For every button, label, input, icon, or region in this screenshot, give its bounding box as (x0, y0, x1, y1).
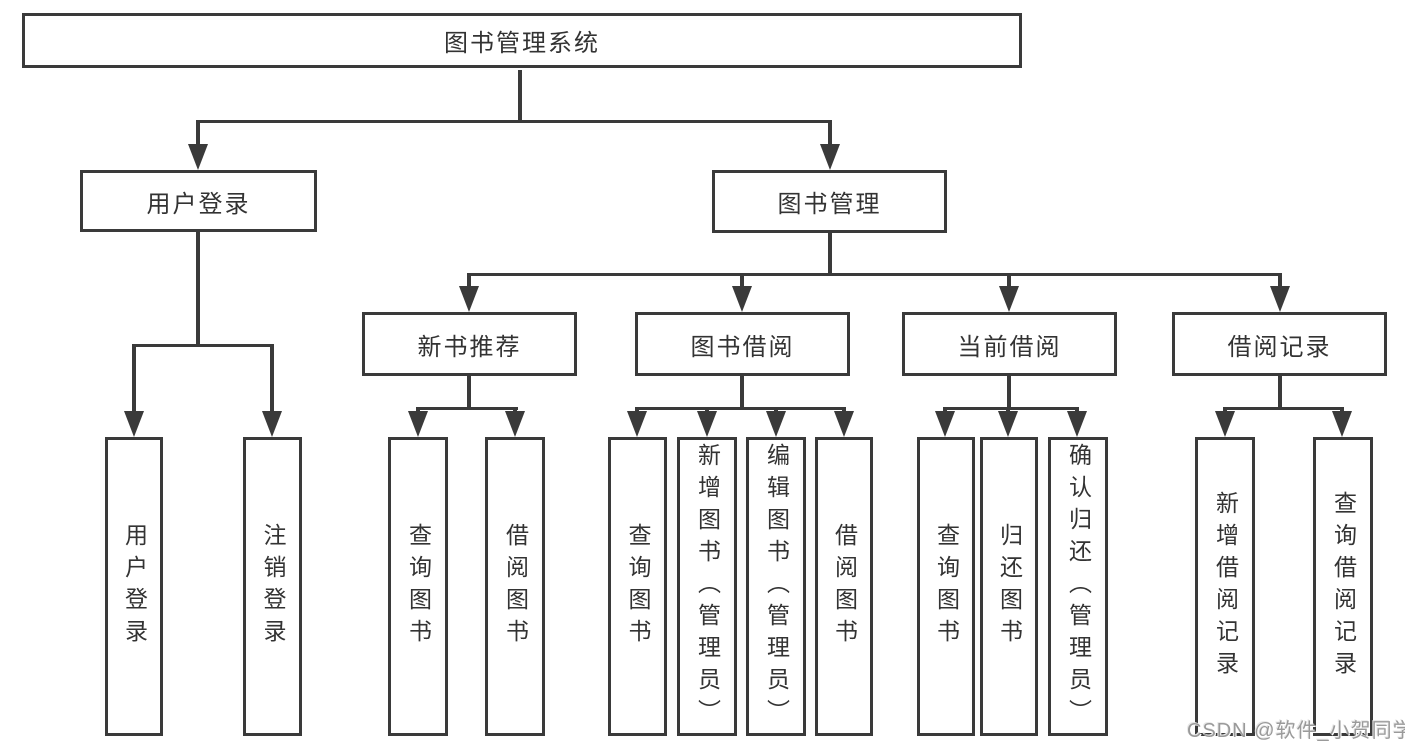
leaf-logout: 注销登录 (243, 437, 302, 736)
arrow-down-add-book (697, 411, 717, 437)
connector-new-book-bar (416, 407, 518, 410)
arrow-down-edit-book (766, 411, 786, 437)
connector-book-mgmt-stem (828, 232, 832, 275)
arrow-down-query-record (1332, 411, 1352, 437)
connector-current-stem (1007, 376, 1011, 409)
connector-shaft (943, 407, 947, 413)
node-book-management-label: 图书管理 (777, 191, 882, 218)
connector-shaft (635, 407, 639, 413)
arrow-down-confirm-return (1067, 411, 1087, 437)
leaf-query-books-current: 查询图书 (917, 437, 975, 736)
leaf-add-book-admin-label: 新增图书（管理员） (694, 442, 721, 731)
connector-new-book-stem (467, 376, 471, 409)
leaf-query-borrow-record: 查询借阅记录 (1313, 437, 1373, 736)
arrow-down-current (999, 286, 1019, 312)
leaf-add-borrow-record-label: 新增借阅记录 (1212, 490, 1239, 683)
arrow-down-borrow-books-1 (505, 411, 525, 437)
leaf-return-book: 归还图书 (980, 437, 1038, 736)
connector-shaft (416, 407, 420, 413)
connector-shaft (1006, 407, 1010, 413)
node-library-system-label: 图书管理系统 (444, 30, 600, 57)
leaf-borrow-books-recommend: 借阅图书 (485, 437, 545, 736)
arrow-down-query-books-1 (408, 411, 428, 437)
node-user-login-label: 用户登录 (146, 190, 251, 218)
connector-leaf-login-shaft (132, 344, 136, 413)
arrow-down-query-books-3 (935, 411, 955, 437)
arrow-down-borrow-books-2 (834, 411, 854, 437)
leaf-confirm-return-admin-label: 确认归还（管理员） (1065, 442, 1092, 731)
arrow-down-user-login (188, 144, 208, 170)
node-current-borrowing-label: 当前借阅 (957, 333, 1062, 361)
arrow-down-leaf-logout (262, 411, 282, 437)
leaf-logout-label: 注销登录 (260, 522, 286, 651)
csdn-watermark: CSDN @软件_小贺同学 (1187, 720, 1405, 742)
node-user-login: 用户登录 (80, 170, 317, 232)
node-borrowing-records-label: 借阅记录 (1227, 333, 1332, 361)
connector-borrowing-shaft (740, 273, 744, 288)
connector-records-shaft (1278, 273, 1282, 288)
connector-shaft (1340, 407, 1344, 413)
arrow-down-query-books-2 (627, 411, 647, 437)
leaf-add-borrow-record: 新增借阅记录 (1195, 437, 1255, 736)
connector-shaft (774, 407, 778, 413)
node-library-system: 图书管理系统 (22, 13, 1022, 68)
leaf-user-login-label: 用户登录 (121, 522, 148, 651)
arrow-down-borrowing (732, 286, 752, 312)
leaf-query-books-borrowing-label: 查询图书 (625, 522, 651, 651)
connector-root-stem (518, 70, 522, 122)
leaf-user-login: 用户登录 (105, 437, 163, 736)
connector-root-bar (196, 120, 832, 123)
arrow-down-leaf-login (124, 411, 144, 437)
leaf-add-book-admin: 新增图书（管理员） (677, 437, 737, 736)
connector-new-book-shaft (467, 273, 471, 288)
connector-shaft (513, 407, 517, 413)
node-book-borrowing-label: 图书借阅 (690, 333, 795, 361)
connector-borrowing-bar (635, 407, 846, 410)
connector-shaft (1223, 407, 1227, 413)
node-current-borrowing: 当前借阅 (902, 312, 1117, 376)
connector-book-mgmt-bar (467, 273, 1282, 276)
connector-user-login-stem (196, 232, 200, 346)
connector-user-login-shaft (196, 120, 200, 146)
node-borrowing-records: 借阅记录 (1172, 312, 1387, 376)
leaf-query-books-recommend-label: 查询图书 (405, 522, 432, 651)
arrow-down-book-mgmt (820, 144, 840, 170)
connector-shaft (705, 407, 709, 413)
node-book-borrowing: 图书借阅 (635, 312, 850, 376)
leaf-borrow-books-recommend-label: 借阅图书 (502, 522, 529, 651)
leaf-borrow-books: 借阅图书 (815, 437, 873, 736)
leaf-borrow-books-label: 借阅图书 (831, 522, 858, 651)
connector-user-login-bar (132, 344, 274, 347)
leaf-edit-book-admin: 编辑图书（管理员） (746, 437, 806, 736)
arrow-down-records (1270, 286, 1290, 312)
connector-records-stem (1278, 376, 1282, 409)
connector-shaft (1075, 407, 1079, 413)
arrow-down-add-record (1215, 411, 1235, 437)
arrow-down-new-book (459, 286, 479, 312)
node-new-book-recommend: 新书推荐 (362, 312, 577, 376)
node-new-book-recommend-label: 新书推荐 (417, 333, 522, 361)
leaf-return-book-label: 归还图书 (996, 522, 1023, 651)
node-book-management: 图书管理 (712, 170, 947, 233)
connector-records-bar (1223, 407, 1344, 410)
connector-borrowing-stem (740, 376, 744, 409)
connector-current-bar (943, 407, 1079, 410)
leaf-query-books-current-label: 查询图书 (933, 522, 960, 651)
leaf-query-books-recommend: 查询图书 (388, 437, 448, 736)
connector-leaf-logout-shaft (270, 344, 274, 413)
connector-shaft (842, 407, 846, 413)
connector-current-shaft (1007, 273, 1011, 288)
leaf-confirm-return-admin: 确认归还（管理员） (1048, 437, 1108, 736)
arrow-down-return-book (998, 411, 1018, 437)
leaf-query-borrow-record-label: 查询借阅记录 (1330, 490, 1357, 683)
connector-book-mgmt-shaft (828, 120, 832, 146)
leaf-query-books-borrowing: 查询图书 (608, 437, 667, 736)
leaf-edit-book-admin-label: 编辑图书（管理员） (763, 442, 790, 731)
